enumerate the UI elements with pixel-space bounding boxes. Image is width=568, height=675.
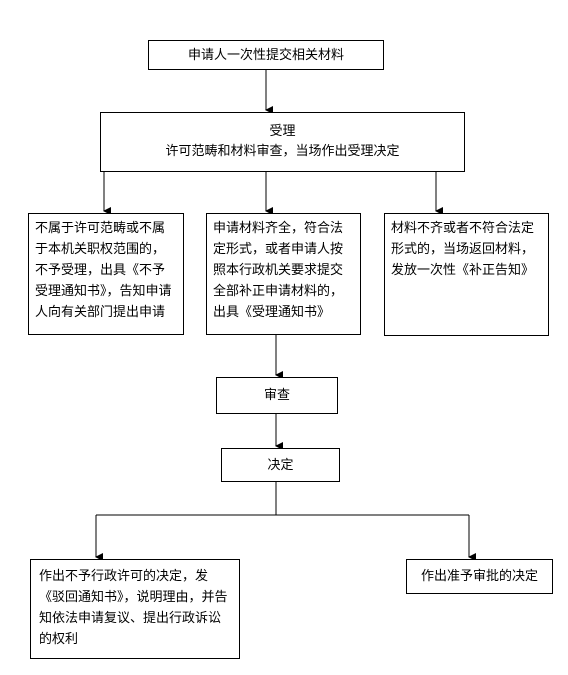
submit-materials-text: 申请人一次性提交相关材料 [187, 47, 344, 63]
materials-complete-text: 申请材料齐全，符合法定形式，或者申请人按照本行政机关要求提交全部补正申请材料的，… [213, 221, 344, 320]
submit-materials-box: 申请人一次性提交相关材料 [148, 40, 384, 70]
acceptance-title: 受理 [269, 124, 296, 139]
acceptance-description: 许可范畴和材料审查，当场作出受理决定 [165, 144, 400, 159]
review-box: 审查 [216, 377, 338, 414]
materials-complete-box: 申请材料齐全，符合法定形式，或者申请人按照本行政机关要求提交全部补正申请材料的，… [206, 213, 361, 335]
materials-incomplete-box: 材料不齐或者不符合法定形式的，当场返回材料，发放一次性《补正告知》 [384, 213, 549, 336]
approve-decision-text: 作出准予审批的决定 [420, 569, 538, 584]
reject-scope-box: 不属于许可范畴或不属于本机关职权范围的，不予受理，出具《不予受理通知书》，告知申… [28, 213, 184, 335]
deny-decision-text: 作出不予行政许可的决定，发《驳回通知书》，说明理由，并告知依法申请复议、提出行政… [39, 569, 228, 647]
deny-decision-box: 作出不予行政许可的决定，发《驳回通知书》，说明理由，并告知依法申请复议、提出行政… [30, 559, 240, 659]
approve-decision-box: 作出准予审批的决定 [406, 559, 553, 594]
materials-incomplete-text: 材料不齐或者不符合法定形式的，当场返回材料，发放一次性《补正告知》 [391, 221, 535, 278]
reject-scope-text: 不属于许可范畴或不属于本机关职权范围的，不予受理，出具《不予受理通知书》，告知申… [35, 221, 172, 320]
decision-text: 决定 [267, 457, 294, 473]
decision-box: 决定 [221, 448, 340, 482]
acceptance-box: 受理 许可范畴和材料审查，当场作出受理决定 [100, 112, 465, 172]
review-text: 审查 [263, 388, 290, 403]
